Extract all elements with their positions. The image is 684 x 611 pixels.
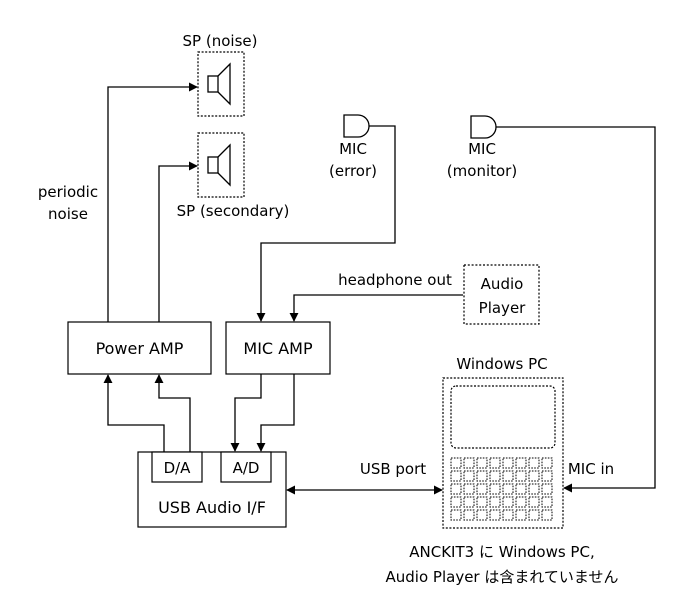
windows-pc-icon (442, 377, 564, 529)
mic-amp-label: MIC AMP (243, 339, 313, 358)
note-line-1: ANCKIT3 に Windows PC, (409, 543, 594, 561)
keyboard-key (463, 483, 475, 495)
keyboard-key (489, 483, 501, 495)
da-label: D/A (164, 459, 192, 477)
keyboard-key (541, 483, 553, 495)
keyboard-key (489, 470, 501, 482)
keyboard-key (450, 457, 462, 469)
ad-box (220, 451, 272, 483)
keyboard-key (502, 509, 514, 521)
keyboard-key (489, 509, 501, 521)
keyboard-key (528, 470, 540, 482)
sp-noise-label: SP (noise) (183, 32, 258, 50)
keyboard-key (476, 457, 488, 469)
da-box (151, 451, 203, 483)
connector-mic-amp-to-ad-2 (256, 374, 295, 452)
connector-mic-amp-to-ad-1 (230, 374, 262, 452)
periodic-label: periodic (38, 183, 98, 201)
keyboard-key (463, 457, 475, 469)
power-amp-box (67, 321, 212, 375)
connector-power-amp-to-sp-secondary (158, 161, 198, 322)
keyboard-key (476, 483, 488, 495)
mic-in-label: MIC in (568, 460, 614, 478)
note-line-2: Audio Player は含まれていません (386, 568, 619, 586)
keyboard-key (528, 509, 540, 521)
usb-audio-if-label: USB Audio I/F (158, 498, 266, 517)
connector-da-to-power-amp-2 (154, 374, 191, 452)
keyboard-key (463, 470, 475, 482)
mic-error-icon (343, 114, 370, 138)
keyboard-key (528, 496, 540, 508)
keyboard-key (502, 470, 514, 482)
mic-error-label: MIC (339, 140, 367, 158)
keyboard-key (476, 470, 488, 482)
keyboard-key (489, 457, 501, 469)
keyboard-key (489, 496, 501, 508)
connector-mic-monitor-to-pc (496, 126, 656, 493)
keyboard-key (476, 509, 488, 521)
mic-amp-box (225, 321, 331, 375)
ad-label: A/D (233, 459, 260, 477)
keyboard-key (515, 457, 527, 469)
connector-audio-player-to-mic-amp (289, 294, 463, 322)
keyboard-key (515, 509, 527, 521)
connector-mic-error-to-mic-amp (256, 125, 396, 322)
keyboard-key (502, 457, 514, 469)
audio-player-box (463, 264, 540, 325)
keyboard-key (502, 496, 514, 508)
mic-monitor-sublabel: (monitor) (447, 162, 517, 180)
keyboard-key (450, 483, 462, 495)
keyboard-key (541, 509, 553, 521)
speaker-noise-icon (197, 51, 245, 117)
connector-da-to-power-amp-1 (103, 374, 165, 452)
mic-error-sublabel: (error) (329, 162, 377, 180)
keyboard-key (450, 496, 462, 508)
mic-monitor-icon (470, 115, 497, 139)
power-amp-label: Power AMP (96, 339, 184, 358)
windows-pc-label: Windows PC (456, 355, 547, 373)
keyboard-key (541, 496, 553, 508)
keyboard-key (476, 496, 488, 508)
mic-monitor-label: MIC (468, 140, 496, 158)
noise-label: noise (48, 205, 88, 223)
keyboard-key (463, 509, 475, 521)
connector-power-amp-to-sp-noise (107, 82, 198, 322)
keyboard-key (541, 470, 553, 482)
keyboard-key (528, 483, 540, 495)
keyboard-key (502, 483, 514, 495)
speaker-secondary-icon (197, 132, 245, 198)
keyboard-key (528, 457, 540, 469)
keyboard-key (463, 496, 475, 508)
keyboard-key (450, 470, 462, 482)
keyboard-key (515, 483, 527, 495)
audio-player-label: Audio (481, 275, 524, 293)
keyboard-key (515, 470, 527, 482)
keyboard-key (541, 457, 553, 469)
usb-port-label: USB port (360, 460, 426, 478)
keyboard-key (515, 496, 527, 508)
headphone-out-label: headphone out (338, 271, 452, 289)
audio-player-sublabel: Player (479, 299, 527, 317)
sp-secondary-label: SP (secondary) (177, 202, 290, 220)
keyboard-key (450, 509, 462, 521)
